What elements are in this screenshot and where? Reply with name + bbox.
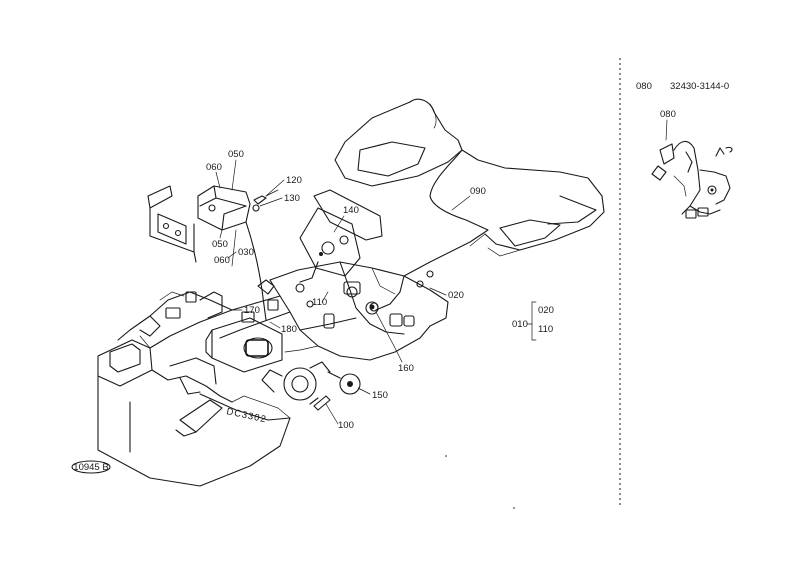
svg-text:180: 180: [281, 324, 297, 335]
harness-090: [403, 149, 489, 277]
svg-text:100: 100: [338, 420, 354, 431]
relay-bracket-assembly: [147, 185, 197, 263]
kit-child-020[interactable]: 020: [538, 305, 554, 316]
drawing-stamp-text: 10945 B: [73, 462, 108, 473]
callout-110[interactable]: 110: [312, 291, 329, 308]
drawing-stamp: 10945 B: [71, 460, 111, 474]
inset-callout-080[interactable]: 080: [660, 109, 676, 141]
inset-part-number[interactable]: 32430-3144-0: [670, 81, 729, 92]
callout-120[interactable]: 120: [265, 175, 302, 197]
clip-170: [241, 279, 275, 323]
callout-180[interactable]: 180: [269, 321, 297, 335]
svg-text:080: 080: [660, 109, 676, 120]
callout-150[interactable]: 150: [357, 387, 388, 401]
svg-text:160: 160: [398, 363, 414, 374]
svg-text:130: 130: [284, 193, 300, 204]
callout-060-top[interactable]: 060: [206, 162, 222, 189]
inset-header: 080 32430-3144-0: [636, 81, 729, 92]
inset-ref[interactable]: 080: [636, 81, 652, 92]
engine-block: [97, 291, 291, 487]
kit-parent-label[interactable]: 010: [512, 319, 528, 330]
svg-text:090: 090: [470, 186, 486, 197]
callout-170[interactable]: 170: [231, 305, 260, 316]
svg-text:060: 060: [214, 255, 230, 266]
callout-160[interactable]: 160: [393, 345, 414, 374]
grommet-160: [365, 301, 395, 347]
callout-130[interactable]: 130: [259, 193, 300, 207]
alternator: [261, 361, 331, 401]
svg-text:060: 060: [206, 162, 222, 173]
callout-140[interactable]: 140: [333, 205, 359, 233]
callout-100[interactable]: 100: [325, 403, 354, 431]
callout-020[interactable]: 020: [429, 287, 464, 301]
inset-harness-080: [651, 140, 733, 219]
instrument-panel: [299, 189, 383, 283]
engine-model-stamp: DC3302: [225, 406, 267, 425]
svg-text:020: 020: [448, 290, 464, 301]
callout-030[interactable]: 030: [227, 247, 254, 259]
kit-child-110[interactable]: 110: [538, 324, 553, 335]
kit-group-bracket: 010 020 110: [512, 301, 554, 341]
wire-030: [245, 221, 267, 321]
svg-text:050: 050: [228, 149, 244, 160]
relay-box: [197, 185, 251, 231]
screw-120-130: [252, 189, 279, 212]
callout-060-low[interactable]: 060: [214, 255, 230, 266]
horn-150: [327, 371, 361, 395]
svg-text:170: 170: [244, 305, 260, 316]
svg-text:150: 150: [372, 390, 388, 401]
svg-text:030: 030: [238, 247, 254, 258]
callout-090[interactable]: 090: [451, 186, 486, 211]
main-wire-harness: [117, 261, 449, 361]
bolt-100: [309, 395, 331, 411]
callout-050-low[interactable]: 050: [212, 229, 228, 250]
svg-text:110: 110: [312, 297, 327, 308]
stray-dot: [513, 507, 515, 509]
stray-dot: [445, 455, 447, 457]
callout-050-top[interactable]: 050: [228, 149, 244, 191]
svg-text:050: 050: [212, 239, 228, 250]
starter-motor: [205, 317, 283, 373]
svg-text:120: 120: [286, 175, 302, 186]
harness-connectors: [185, 270, 434, 329]
fender-body-outline: [334, 98, 605, 257]
svg-text:140: 140: [343, 205, 359, 216]
